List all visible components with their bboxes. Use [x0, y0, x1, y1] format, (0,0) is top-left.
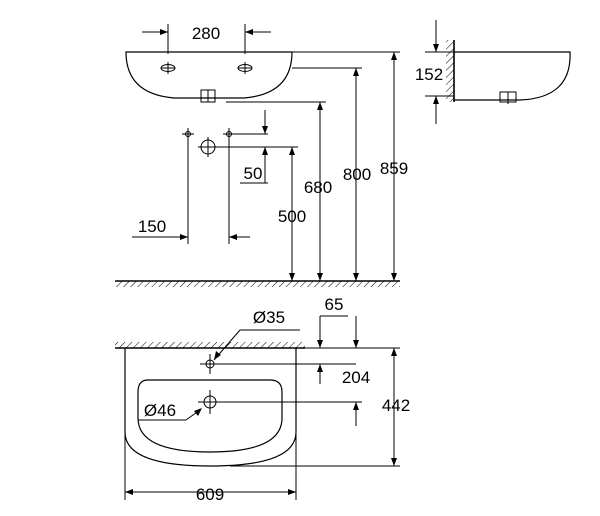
dimension-50: 50 — [218, 110, 268, 184]
label-500: 500 — [278, 207, 306, 226]
floor-line — [115, 280, 400, 287]
label-150: 150 — [138, 217, 166, 236]
tap-hole — [200, 354, 220, 374]
dimension-280: 280 — [142, 24, 271, 54]
dimension-609: 609 — [124, 432, 297, 504]
label-609: 609 — [196, 485, 224, 504]
label-50: 50 — [244, 164, 263, 183]
waste-hole — [198, 390, 222, 414]
dimension-800: 800 — [292, 67, 371, 281]
dimension-diameter-35: Ø35 — [213, 308, 300, 361]
wall-connections — [182, 128, 235, 157]
label-diameter-46: Ø46 — [144, 401, 176, 420]
dimension-65: 65 — [220, 295, 356, 384]
dimension-150: 150 — [132, 140, 250, 244]
dimension-442: 442 — [230, 347, 410, 467]
label-152: 152 — [415, 65, 443, 84]
label-680: 680 — [304, 178, 332, 197]
dimension-859: 859 — [292, 51, 408, 281]
label-65: 65 — [325, 295, 344, 314]
dimension-152: 152 — [415, 20, 454, 124]
label-diameter-35: Ø35 — [253, 308, 285, 327]
label-859: 859 — [380, 159, 408, 178]
label-442: 442 — [382, 396, 410, 415]
basin-front-view — [125, 51, 293, 103]
mounting-hole-left — [160, 62, 176, 74]
label-800: 800 — [343, 165, 371, 184]
waste-outlet-mark — [198, 137, 218, 157]
label-204: 204 — [342, 368, 370, 387]
bolt-mark-left — [182, 128, 194, 140]
basin-side-view — [446, 40, 571, 104]
dimension-500: 500 — [218, 146, 306, 281]
basin-plan-view — [115, 342, 305, 467]
mounting-hole-right — [237, 62, 253, 74]
dimension-680: 680 — [226, 101, 332, 281]
dimension-diameter-46: Ø46 — [138, 401, 202, 421]
label-280: 280 — [192, 24, 220, 43]
